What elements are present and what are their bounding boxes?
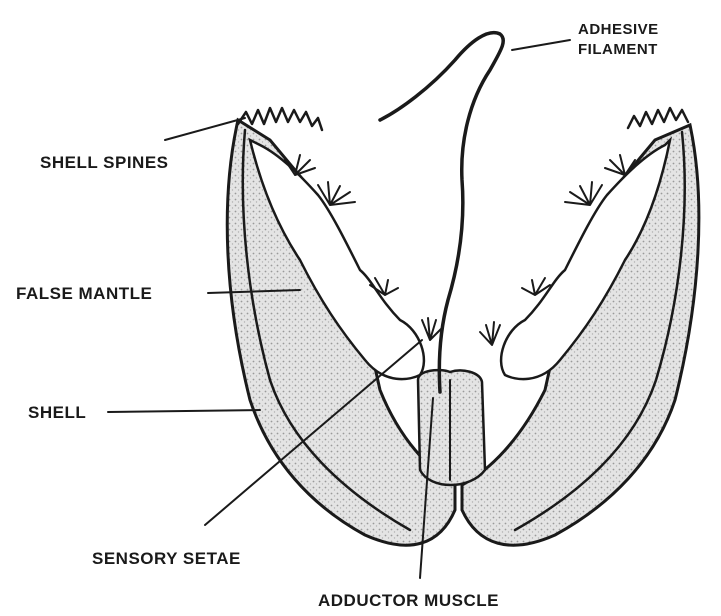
label-false-mantle: FALSE MANTLE xyxy=(16,284,152,303)
label-sensory-setae: SENSORY SETAE xyxy=(92,549,241,568)
label-adhesive-filament-line2: FILAMENT xyxy=(578,41,658,58)
label-shell-spines: SHELL SPINES xyxy=(40,153,169,172)
left-valve xyxy=(227,108,455,545)
label-adductor-muscle: ADDUCTOR MUSCLE xyxy=(318,591,499,610)
right-valve xyxy=(462,108,699,545)
label-shell: SHELL xyxy=(28,403,86,422)
right-shell-spines xyxy=(628,108,688,128)
label-adhesive-filament-line1: ADHESIVE xyxy=(578,21,659,38)
